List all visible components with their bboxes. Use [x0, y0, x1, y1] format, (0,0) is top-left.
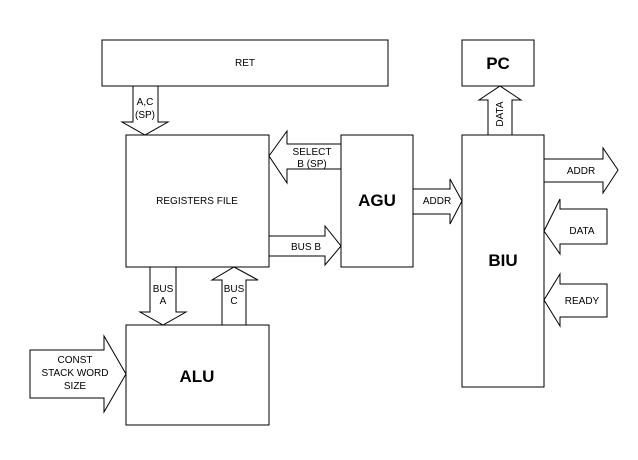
ret-arrow-label-line2: (SP) [135, 110, 155, 121]
biu-addr-out-label: ADDR [567, 166, 595, 177]
const-arrow: CONST STACK WORD SIZE [29, 334, 127, 414]
bus-a-arrow: BUS A [138, 266, 188, 326]
registers-file-label: REGISTERS FILE [156, 196, 238, 207]
bus-c-label-line2: C [230, 296, 237, 307]
const-label-line2: STACK WORD [41, 368, 108, 379]
biu-addr-out-arrow: ADDR [543, 146, 619, 195]
bus-c-label-line1: BUS [224, 284, 245, 295]
biu-data-to-pc-arrow: DATA [477, 85, 523, 136]
bus-a-label-line2: A [160, 296, 167, 307]
const-label-line3: SIZE [64, 381, 87, 392]
pc-label: PC [486, 54, 510, 73]
biu-data-to-pc-label: DATA [495, 101, 506, 127]
ret-arrow-label-line1: A,C [137, 97, 154, 108]
select-arrow: SELECT B (SP) [268, 129, 342, 185]
ret-label: RET [235, 58, 255, 69]
agu-label: AGU [358, 191, 396, 210]
select-arrow-label-line1: SELECT [293, 147, 332, 158]
agu-addr-label: ADDR [423, 196, 451, 207]
bus-b-arrow: BUS B [268, 224, 342, 267]
biu-ready-in-arrow: READY [543, 272, 608, 328]
ret-to-registers-arrow: A,C (SP) [120, 85, 170, 136]
biu-block: BIU [461, 134, 545, 388]
bus-a-label-line1: BUS [153, 284, 174, 295]
agu-block: AGU [340, 134, 414, 268]
bus-b-label: BUS B [291, 242, 321, 253]
bus-c-arrow: BUS C [210, 266, 259, 326]
biu-data-in-label: DATA [569, 226, 595, 237]
select-arrow-label-line2: B (SP) [297, 159, 326, 170]
pc-block: PC [461, 39, 535, 87]
registers-file-block: REGISTERS FILE [125, 134, 270, 268]
ret-block: RET [101, 39, 389, 87]
biu-data-in-arrow: DATA [543, 198, 608, 256]
biu-ready-in-label: READY [565, 296, 600, 307]
alu-label: ALU [180, 367, 215, 386]
const-label-line1: CONST [58, 355, 93, 366]
alu-block: ALU [125, 324, 270, 426]
biu-label: BIU [488, 251, 517, 270]
agu-addr-arrow: ADDR [412, 178, 463, 225]
